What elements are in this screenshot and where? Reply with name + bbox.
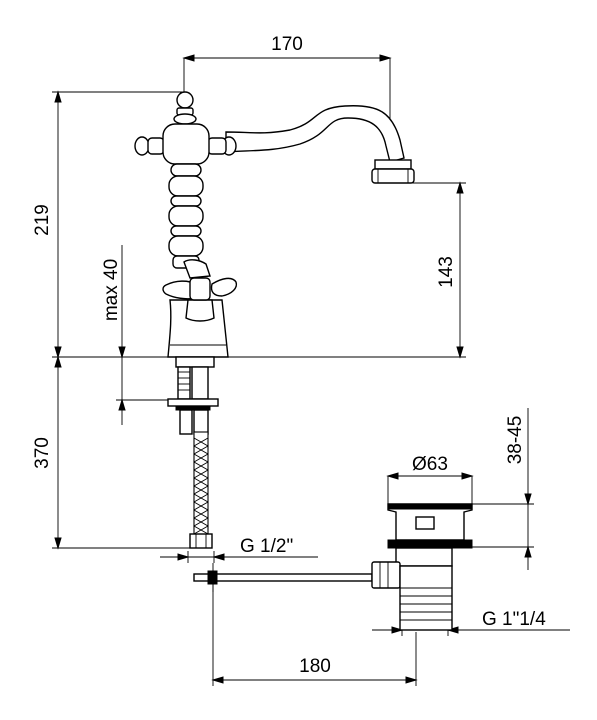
dim-total-height: 219 [32,204,53,236]
aerator [371,168,415,184]
left-side-knob [134,136,150,156]
dim-hose-length: 370 [32,437,53,469]
upper-hub [162,123,210,165]
fixing-nut [167,398,219,407]
dimension-lines [52,57,570,686]
dim-waste-flange: 38-45 [505,416,526,465]
rod-housing [371,561,401,589]
aerator-ring [374,159,412,170]
waste-gasket [387,539,473,549]
dim-supply-thread: G 1/2" [240,536,293,557]
handle-hub [189,277,211,301]
dim-spout-reach: 170 [271,34,303,55]
dim-rod-length: 180 [299,656,331,677]
dimension-labels: 170 219 143 max 40 370 Ø63 38-45 G 1/2" … [32,34,546,677]
horizontal-rod [193,573,373,582]
cross-handle [162,259,238,322]
rod-clamp [207,570,218,585]
pop-up-rod [193,563,373,592]
waste-tailpiece [399,565,453,631]
finial-knob [176,91,194,109]
waste-assembly [371,503,473,631]
faucet [134,91,415,358]
dim-waste-thread: G 1"1/4 [482,609,546,630]
flexible-hose [189,431,213,549]
dim-waste-diameter: Ø63 [412,454,448,475]
arrowheads [54,54,532,684]
overflow-slot [415,516,435,530]
hose-connector [189,533,213,549]
dim-spout-height: 143 [436,256,457,288]
under-deck [167,356,219,435]
dim-deck-thickness: max 40 [101,259,122,321]
spout [225,105,405,163]
